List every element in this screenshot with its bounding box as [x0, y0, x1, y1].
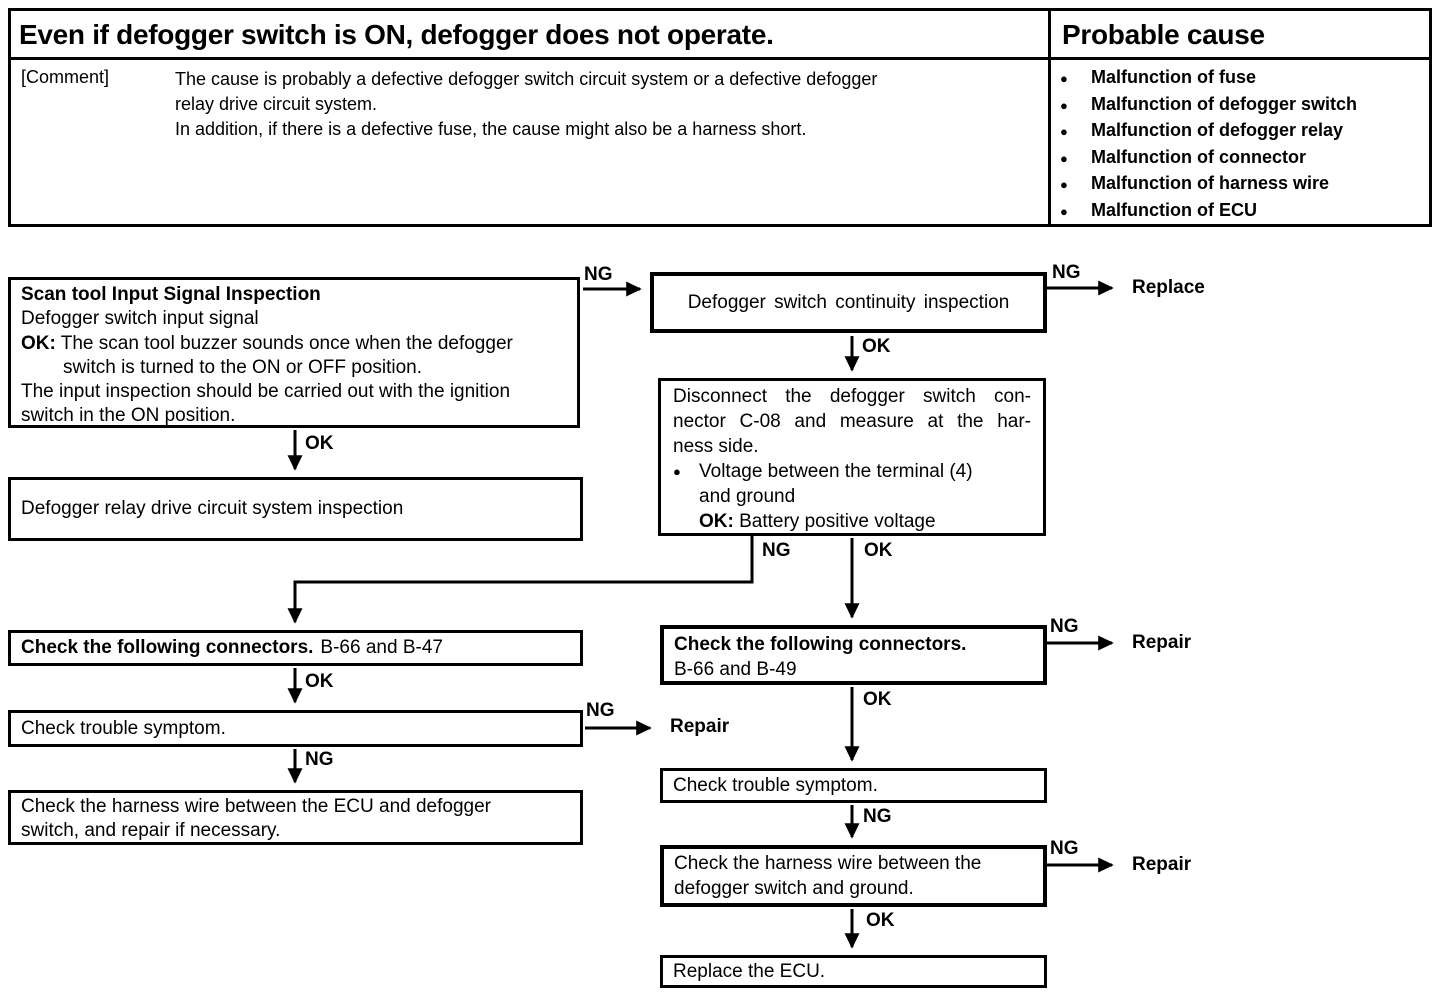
disconnect-line: Disconnect the defogger switch con-	[673, 386, 1031, 407]
ng-label: NG	[762, 540, 791, 561]
bullet-icon: ●	[1060, 124, 1068, 139]
disconnect-line: and ground	[699, 486, 796, 507]
relay-box-text: Defogger relay drive circuit system insp…	[21, 498, 404, 519]
disconnect-line: nector C-08 and measure at the har-	[673, 411, 1031, 432]
symptom-title: Even if defogger switch is ON, defogger …	[19, 19, 774, 50]
check-connectors-right-box: Check the following connectors. B-66 and…	[660, 625, 1047, 685]
cause-text: Malfunction of defogger relay	[1091, 120, 1344, 140]
comment-line: relay drive circuit system.	[175, 94, 378, 114]
cause-text: Malfunction of defogger switch	[1091, 93, 1357, 114]
probable-cause-list: ● Malfunction of fuse ● Malfunction of def…	[1060, 65, 1357, 224]
voltage-bullet-line: ● Voltage between the terminal (4)	[673, 459, 1031, 484]
cause-item: ● Malfunction of defogger relay	[1060, 118, 1357, 145]
cause-item: ● Malfunction of connector	[1060, 145, 1357, 172]
disconnect-connector-box: Disconnect the defogger switch con- nect…	[658, 378, 1046, 536]
relay-drive-inspection-box: Defogger relay drive circuit system insp…	[8, 477, 583, 541]
bullet-icon: ●	[1060, 150, 1068, 166]
ng-label: NG	[863, 806, 892, 827]
scan-tool-inspection-box: Scan tool Input Signal Inspection Defogg…	[8, 277, 580, 428]
ng-label: NG	[1052, 262, 1081, 283]
repair-action-label: Repair	[1132, 854, 1192, 875]
repair-action-label: Repair	[670, 716, 730, 737]
harness-ground-box: Check the harness wire between the defog…	[660, 845, 1047, 907]
comment-text: The cause is probably a defective defogg…	[175, 67, 1045, 142]
repair-action-label: Repair	[1132, 632, 1192, 653]
connectors-ids: B-66 and B-49	[674, 659, 797, 680]
bullet-icon: ●	[1060, 97, 1068, 113]
replace-action-label: Replace	[1132, 277, 1205, 298]
cause-text: Malfunction of ECU	[1091, 199, 1257, 220]
disconnect-line: ness side.	[673, 436, 759, 457]
scan-box-line: Defogger switch input signal	[21, 308, 259, 330]
table-divider-horizontal	[11, 57, 1429, 60]
symptom-text: Check trouble symptom.	[673, 774, 878, 796]
connectors-text-bold: Check the following connectors.	[674, 634, 967, 655]
harness-ground-line: defogger switch and ground.	[674, 878, 914, 899]
cause-item: ● Malfunction of ECU	[1060, 198, 1357, 225]
continuity-inspection-box: Defogger switch continuity inspection	[650, 272, 1047, 333]
bullet-icon: ●	[673, 464, 681, 479]
cause-item: ● Malfunction of fuse	[1060, 65, 1357, 92]
ng-label: NG	[584, 264, 613, 285]
check-symptom-left-box: Check trouble symptom.	[8, 710, 583, 747]
scan-box-title: Scan tool Input Signal Inspection	[21, 284, 321, 305]
symptom-table: Even if defogger switch is ON, defogger …	[8, 8, 1432, 227]
harness-ground-line: Check the harness wire between the	[674, 853, 982, 874]
ok-text: The scan tool buzzer sounds once when th…	[55, 332, 513, 354]
ok-label: OK	[305, 433, 334, 454]
harness-ecu-box: Check the harness wire between the ECU a…	[8, 790, 583, 845]
replace-ecu-text: Replace the ECU.	[673, 960, 826, 982]
ok-prefix: OK:	[699, 511, 734, 532]
ng-label: NG	[1050, 616, 1079, 637]
bullet-icon: ●	[1060, 203, 1068, 219]
comment-line: The cause is probably a defective defogg…	[175, 69, 878, 89]
ok-label: OK	[862, 336, 891, 357]
cause-text: Malfunction of connector	[1091, 146, 1306, 167]
check-symptom-right-box: Check trouble symptom.	[660, 768, 1047, 803]
connectors-text-bold: Check the following connectors.	[21, 637, 314, 658]
ok-prefix: OK:	[21, 332, 56, 354]
replace-ecu-box: Replace the ECU.	[660, 955, 1047, 988]
harness-ecu-line: Check the harness wire between the ECU a…	[21, 796, 491, 817]
symptom-text: Check trouble symptom.	[21, 717, 226, 739]
ng-label: NG	[1050, 838, 1079, 859]
cause-item: ● Malfunction of defogger switch	[1060, 92, 1357, 119]
cause-text: Malfunction of harness wire	[1091, 173, 1330, 193]
ok-label: OK	[864, 540, 893, 561]
ng-label: NG	[586, 700, 615, 721]
comment-label: [Comment]	[21, 67, 110, 87]
check-connectors-left-box: Check the following connectors. B-66 and…	[8, 630, 583, 666]
scan-box-line: switch is turned to the ON or OFF positi…	[63, 356, 423, 378]
ok-text: Battery positive voltage	[733, 511, 936, 532]
scan-box-ok-line: OK: The scan tool buzzer sounds once whe…	[21, 332, 567, 356]
cause-text: Malfunction of fuse	[1091, 67, 1256, 87]
scan-box-line: switch in the ON position.	[21, 405, 236, 427]
ok-label: OK	[866, 910, 895, 931]
ok-label: OK	[305, 671, 334, 692]
cause-item: ● Malfunction of harness wire	[1060, 171, 1357, 198]
disconnect-ok-line: OK: Battery positive voltage	[673, 509, 1031, 534]
bullet-icon: ●	[1060, 177, 1068, 192]
table-divider-vertical	[1048, 11, 1051, 224]
ng-label: NG	[305, 749, 334, 770]
scan-box-line: The input inspection should be carried o…	[21, 381, 511, 403]
voltage-text: Voltage between the terminal (4)	[699, 461, 973, 482]
harness-ecu-line: switch, and repair if necessary.	[21, 820, 281, 841]
bullet-icon: ●	[1060, 71, 1068, 86]
probable-cause-title: Probable cause	[1062, 19, 1265, 50]
continuity-text: Defogger switch continuity inspection	[687, 291, 1010, 313]
comment-line: In addition, if there is a defective fus…	[175, 119, 807, 139]
ok-label: OK	[863, 689, 892, 710]
connectors-ids: B-66 and B-47	[320, 637, 443, 658]
